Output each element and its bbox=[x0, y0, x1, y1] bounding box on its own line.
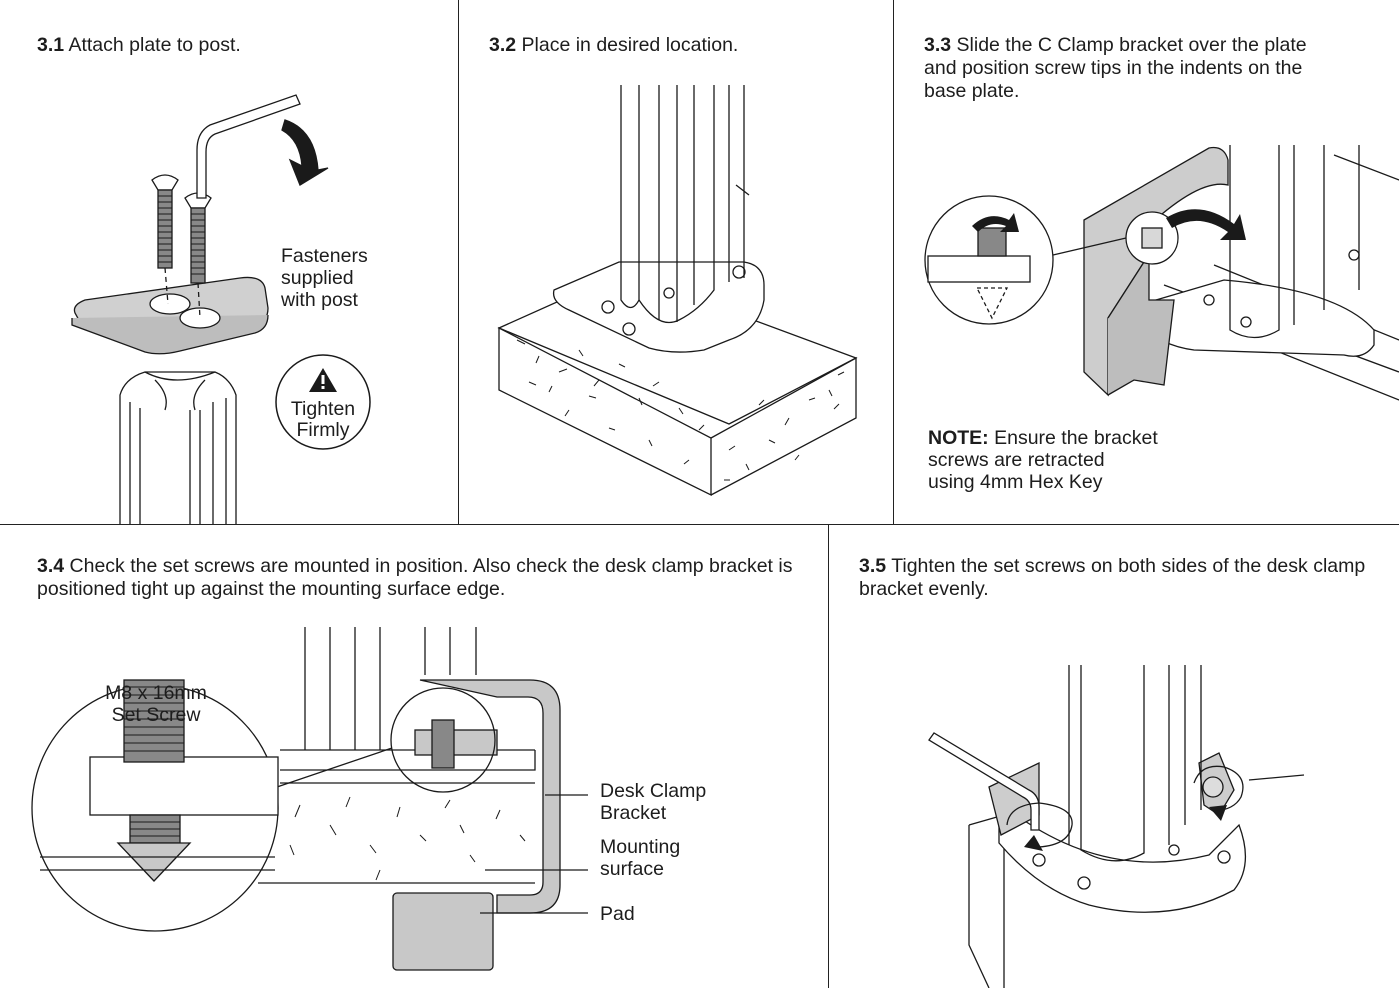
set-screw-label: M8 x 16mm Set Screw bbox=[105, 682, 207, 726]
step-number: 3.3 bbox=[924, 34, 952, 56]
step-3-1-panel: 3.1 Attach plate to post. bbox=[0, 0, 459, 525]
step-3-5-panel: 3.5 Tighten the set screws on both sides… bbox=[829, 525, 1399, 988]
step-number: 3.1 bbox=[37, 34, 65, 56]
step-3-3-caption: 3.3 Slide the C Clamp bracket over the p… bbox=[924, 34, 1324, 103]
tighten-screws-illustration bbox=[928, 665, 1305, 988]
c-clamp-illustration bbox=[924, 145, 1399, 401]
mounting-surface-label: Mounting surface bbox=[600, 836, 681, 880]
step-3-1-caption: 3.1 Attach plate to post. bbox=[37, 34, 241, 57]
attach-plate-illustration bbox=[71, 94, 371, 524]
place-post-illustration bbox=[497, 85, 858, 497]
note-heading: NOTE: bbox=[928, 427, 989, 449]
step-number: 3.2 bbox=[489, 34, 517, 56]
tighten-firmly-label: Tighten Firmly bbox=[290, 398, 356, 441]
step-3-3-panel: 3.3 Slide the C Clamp bracket over the p… bbox=[894, 0, 1399, 525]
pad-label: Pad bbox=[600, 903, 635, 925]
step-3-2-caption: 3.2 Place in desired location. bbox=[489, 34, 738, 57]
step-3-2-panel: 3.2 Place in desired location. bbox=[459, 0, 894, 525]
step-text: Attach plate to post. bbox=[68, 34, 241, 56]
step-text: Place in desired location. bbox=[521, 34, 739, 56]
step-text: Tighten the set screws on both sides of … bbox=[859, 555, 1366, 600]
step-3-4-panel: 3.4 Check the set screws are mounted in … bbox=[0, 525, 829, 988]
step-text: Check the set screws are mounted in posi… bbox=[37, 555, 793, 600]
step-3-5-caption: 3.5 Tighten the set screws on both sides… bbox=[859, 555, 1379, 601]
step-number: 3.4 bbox=[37, 555, 65, 577]
fasteners-label: Fasteners supplied with post bbox=[281, 245, 368, 311]
step-number: 3.5 bbox=[859, 555, 887, 577]
tighten-warning-circle bbox=[275, 354, 371, 450]
set-screw-illustration bbox=[31, 627, 588, 971]
note-text: NOTE: Ensure the bracket screws are retr… bbox=[928, 427, 1158, 493]
step-3-4-caption: 3.4 Check the set screws are mounted in … bbox=[37, 555, 817, 601]
step-text: Slide the C Clamp bracket over the plate… bbox=[924, 34, 1307, 102]
desk-clamp-bracket-label: Desk Clamp Bracket bbox=[600, 780, 707, 824]
